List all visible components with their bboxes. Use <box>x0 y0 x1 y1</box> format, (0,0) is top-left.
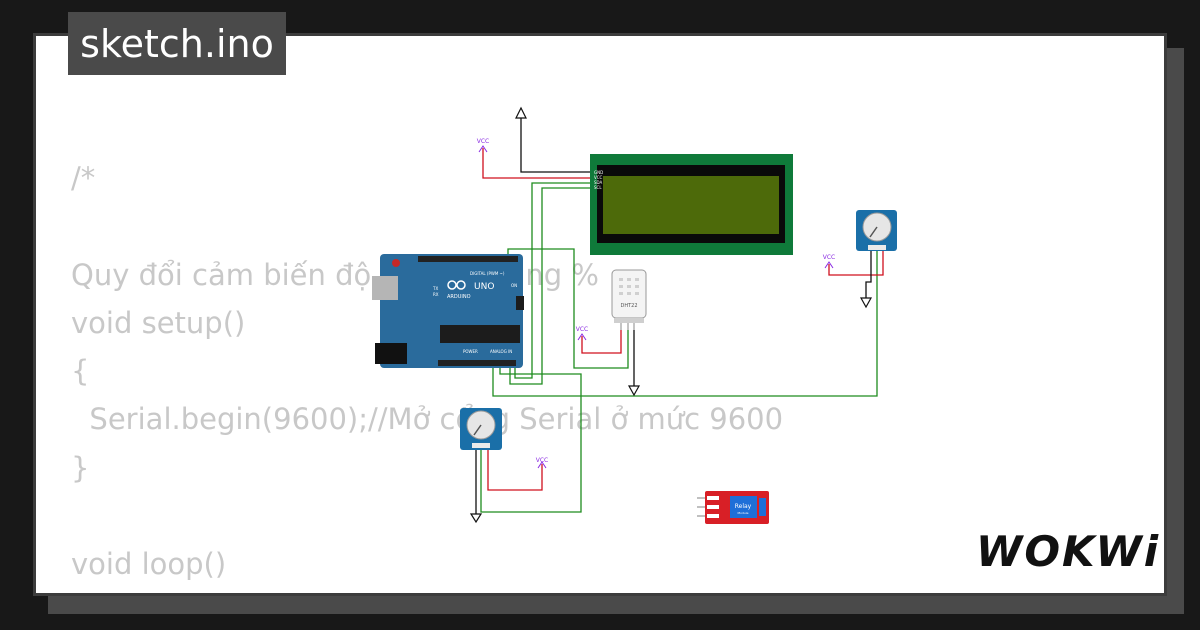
wire-dht-data <box>507 248 629 369</box>
vcc-label: VCC <box>823 254 835 261</box>
lcd-pin-label: SCL <box>594 185 602 190</box>
wire-pot2-gnd <box>865 250 872 298</box>
board-model: UNO <box>474 282 494 292</box>
wire-dht-vcc <box>581 330 622 354</box>
vcc-label: VCC <box>477 138 489 145</box>
usb-port <box>372 276 398 300</box>
lcd-pin-label: GND <box>594 170 603 175</box>
code-line: { <box>71 354 90 389</box>
wire-lcd-sda <box>514 182 591 379</box>
power-label: POWER <box>463 349 478 354</box>
code-line: void loop() <box>71 547 227 582</box>
preview-card: /*Quy đổi cảm biến độ ẩm đất sang %void … <box>33 33 1167 596</box>
arduino-uno-board[interactable]: UNO ARDUINO DIGITAL (PWM ~) ANALOG IN PO… <box>372 254 524 368</box>
vcc-icon <box>577 333 587 341</box>
reset-button[interactable] <box>392 259 400 267</box>
arduino-logo-icon <box>447 280 466 290</box>
sketch-title: sketch.ino <box>68 12 286 75</box>
wokwi-logo: WOKWi <box>976 527 1161 576</box>
on-led-label: ON <box>511 283 517 288</box>
microcontroller-chip <box>440 325 520 343</box>
analog-label: ANALOG IN <box>490 349 512 354</box>
wire-lcd-scl <box>509 187 591 385</box>
vcc-label: VCC <box>576 326 588 333</box>
vcc-icon <box>478 145 488 153</box>
vcc-label: VCC <box>536 457 548 464</box>
vcc-icon <box>537 461 547 469</box>
potentiometer-right[interactable] <box>856 210 897 251</box>
relay-sublabel: Module <box>738 511 749 515</box>
lcd-pin-label: VCC <box>594 175 603 180</box>
wire-pot1-vcc <box>487 448 543 491</box>
relay-module[interactable]: Relay Module <box>697 491 769 524</box>
wire-pot1-sig <box>480 364 582 513</box>
code-line: /* <box>71 161 96 195</box>
wire-pot2-sig <box>492 250 878 397</box>
board-brand: ARDUINO <box>447 294 471 300</box>
ground-arrow-icon <box>859 297 873 309</box>
relay-label: Relay <box>735 503 752 510</box>
power-jack <box>375 343 407 364</box>
wire-pot2-vcc <box>828 250 884 276</box>
potentiometer-left[interactable] <box>460 408 502 450</box>
code-line: } <box>71 450 90 485</box>
dht22-sensor[interactable]: DHT22 <box>611 269 647 330</box>
analog-header <box>438 360 516 366</box>
ground-arrow-icon <box>515 106 527 119</box>
digital-label: DIGITAL (PWM ~) <box>470 271 505 276</box>
vcc-icon <box>824 261 834 269</box>
wire-lcd-vcc <box>482 148 591 179</box>
digital-header <box>418 256 518 262</box>
lcd-display[interactable]: GND VCC SDA SCL <box>590 154 793 255</box>
icsp-header <box>516 296 524 310</box>
lcd-pin-label: SDA <box>594 180 603 185</box>
wire-lcd-gnd <box>520 118 591 173</box>
rx-led-label: RX <box>433 292 439 297</box>
tx-led-label: TX <box>432 286 438 291</box>
code-line: void setup() <box>71 305 246 340</box>
dht22-label: DHT22 <box>620 303 637 309</box>
ground-arrow-icon <box>469 513 483 524</box>
ground-arrow-icon <box>627 385 641 397</box>
